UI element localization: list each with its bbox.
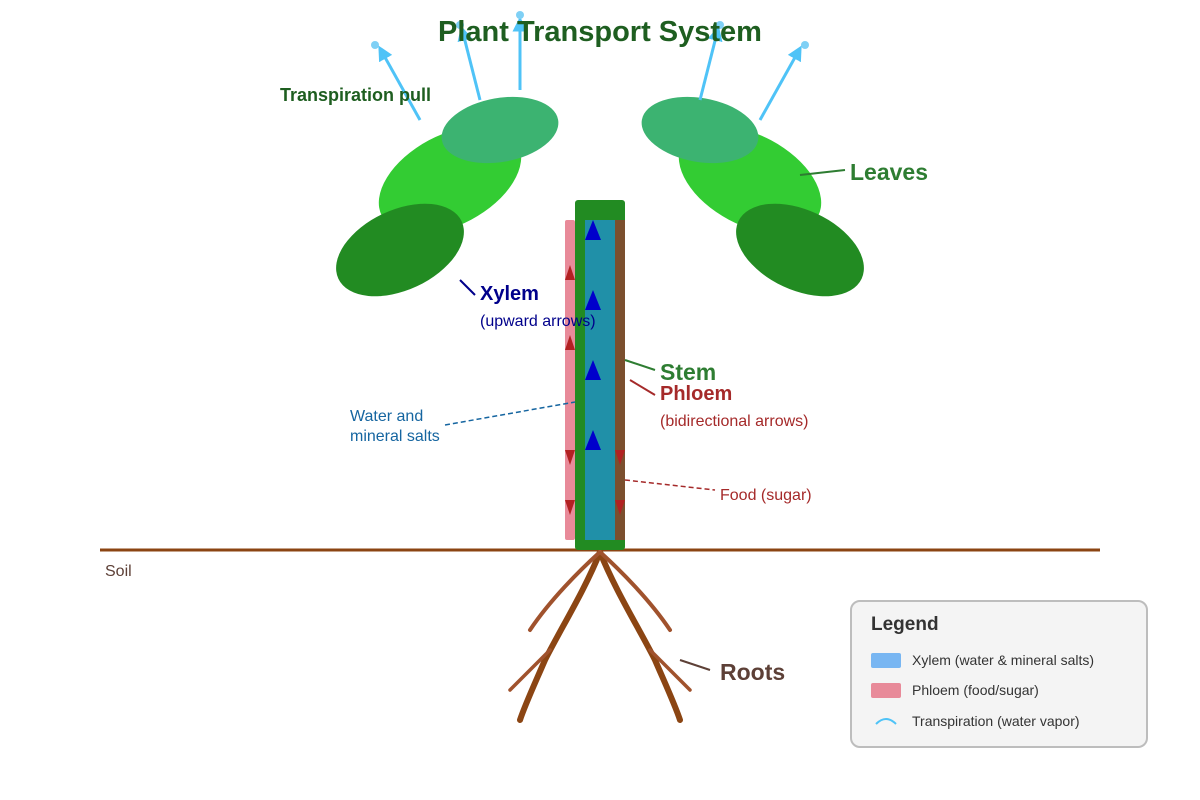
stem-leader [624,359,656,371]
legend-item-xylem: Xylem (water & mineral salts) [871,650,1094,670]
phloem-tube [565,220,575,540]
roots-label: Roots [720,659,785,685]
xylem-arrow [585,430,601,450]
roots-leader [679,659,711,671]
transpiration-arrow [758,45,802,121]
legend-item-transpiration: Transpiration (water vapor) [871,711,1080,731]
transpiration-arrow [378,45,422,121]
transpiration-arrows [371,11,809,121]
phloem-arrow-down [565,450,575,465]
bark-strip [615,220,625,540]
vapor-droplet [456,21,464,29]
soil-label: Soil [105,563,132,580]
phloem-label: Phloem [660,383,732,405]
xylem-arrow [585,220,601,240]
diagram-title: Plant Transport System [438,16,762,48]
legend-item-label: Phloem (food/sugar) [912,682,1039,698]
phloem-arrow-up [565,335,575,350]
vapor-droplet [716,21,724,29]
root-branch-left-upper [528,550,602,632]
root-branch-right-upper [598,550,672,632]
phloem-swatch [871,682,901,698]
xylem-arrows [585,220,601,450]
vapor-droplet [801,41,809,49]
root-branch-right-lower [648,648,692,692]
legend-item-label: Xylem (water & mineral salts) [912,652,1095,668]
phloem-arrow-up [565,265,575,280]
leaves-leader [799,169,846,176]
water-label-line1: Water and [350,408,423,425]
leaf-left-lower [336,203,464,297]
roots [508,549,692,723]
phloem-arrow-down [615,450,625,465]
phloem-arrows [565,265,625,515]
transpiration-arrow [698,25,723,101]
legend-item-label: Transpiration (water vapor) [912,713,1080,729]
water-leader [444,401,576,426]
transpiration-pull-label: Transpiration pull [280,85,431,105]
xylem-arrow [585,290,601,310]
root-branch-left-lower [508,648,552,692]
leaf-right-top [641,96,759,164]
vapor-droplet [371,41,379,49]
xylem-arrow [585,360,601,380]
xylem-label: Xylem [480,283,539,305]
food-leader [624,479,716,491]
phloem-leader [629,379,656,396]
leaves [336,96,864,297]
transpiration-wave-icon [875,717,897,725]
food-label: Food (sugar) [720,487,812,504]
phloem-arrow-down [565,500,575,515]
legend-item-phloem: Phloem (food/sugar) [871,680,1039,700]
legend-title: Legend [871,614,939,635]
water-label-line2: mineral salts [350,428,440,445]
leaf-left-top [441,96,559,164]
legend: Legend Xylem (water & mineral salts) Phl… [850,600,1148,748]
xylem-note: (upward arrows) [480,313,596,330]
stem-label: Stem [660,359,716,385]
root-main-right [597,549,683,723]
xylem-leader [459,279,476,296]
xylem-swatch [871,652,901,668]
leaf-right-lower [736,203,864,297]
phloem-arrow-down [615,500,625,515]
transpiration-arrow [457,25,482,101]
phloem-note: (bidirectional arrows) [660,413,809,430]
root-main-left [517,549,603,723]
vapor-droplet [516,11,524,19]
leaves-label: Leaves [850,159,928,185]
